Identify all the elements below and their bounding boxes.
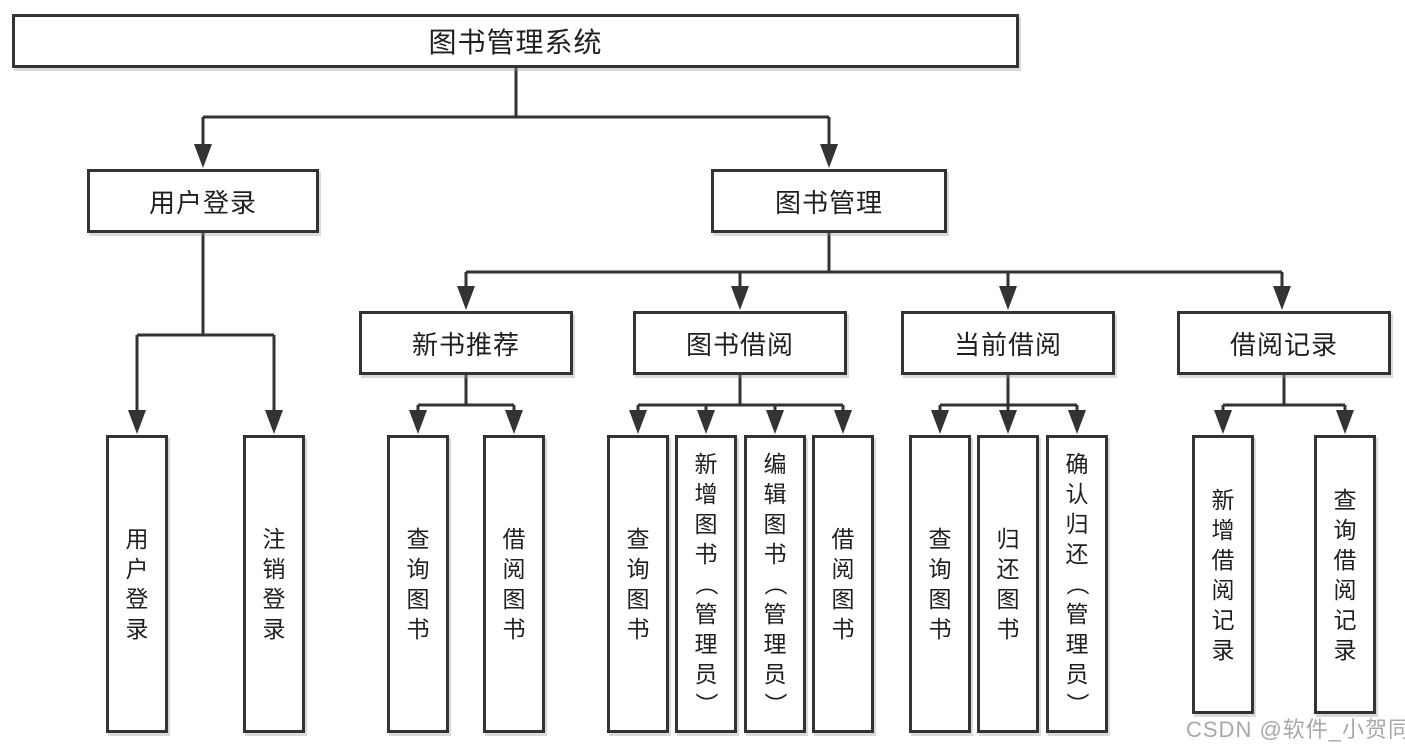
node-leaf-borrow-books-borrowing: 借阅图书 — [812, 435, 874, 733]
node-leaf-query-books-current-label: 查询图书 — [928, 526, 952, 642]
node-leaf-borrow-books-recommend: 借阅图书 — [483, 435, 545, 733]
node-leaf-query-books-recommend-label: 查询图书 — [406, 526, 430, 642]
node-leaf-return-books: 归还图书 — [977, 435, 1039, 733]
node-leaf-add-borrowing-record: 新增借阅记录 — [1192, 435, 1254, 714]
node-current-borrowing: 当前借阅 — [901, 311, 1115, 375]
node-leaf-query-books-current: 查询图书 — [909, 435, 971, 733]
node-user-login: 用户登录 — [87, 169, 319, 233]
node-leaf-return-books-label: 归还图书 — [996, 526, 1020, 642]
node-leaf-confirm-return-admin: 确认归还（管理员） — [1046, 435, 1108, 733]
node-leaf-borrow-books-borrowing-label: 借阅图书 — [831, 526, 855, 642]
node-leaf-add-books-admin: 新增图书（管理员） — [675, 435, 737, 733]
node-leaf-logout: 注销登录 — [243, 435, 305, 733]
node-leaf-logout-label: 注销登录 — [262, 526, 286, 642]
node-leaf-query-books-borrowing-label: 查询图书 — [626, 526, 650, 642]
node-leaf-user-login: 用户登录 — [106, 435, 168, 733]
node-library-management-system: 图书管理系统 — [12, 14, 1019, 68]
node-leaf-query-books-borrowing: 查询图书 — [607, 435, 669, 733]
node-new-book-recommendation: 新书推荐 — [359, 311, 573, 375]
watermark-text: CSDN @软件_小贺同学 — [1186, 717, 1405, 742]
node-leaf-edit-books-admin: 编辑图书（管理员） — [744, 435, 806, 733]
node-leaf-borrow-books-recommend-label: 借阅图书 — [502, 526, 526, 642]
node-book-borrowing: 图书借阅 — [633, 311, 847, 375]
node-borrowing-records: 借阅记录 — [1177, 311, 1391, 375]
node-leaf-edit-books-admin-label: 编辑图书（管理员） — [762, 451, 788, 716]
node-leaf-query-borrowing-record: 查询借阅记录 — [1314, 435, 1376, 714]
node-leaf-confirm-return-admin-label: 确认归还（管理员） — [1064, 451, 1090, 716]
node-leaf-query-borrowing-record-label: 查询借阅记录 — [1333, 486, 1357, 663]
node-leaf-add-borrowing-record-label: 新增借阅记录 — [1211, 486, 1235, 663]
node-leaf-user-login-label: 用户登录 — [125, 526, 149, 642]
node-book-management: 图书管理 — [711, 169, 947, 233]
node-leaf-query-books-recommend: 查询图书 — [387, 435, 449, 733]
node-leaf-add-books-admin-label: 新增图书（管理员） — [693, 451, 719, 716]
